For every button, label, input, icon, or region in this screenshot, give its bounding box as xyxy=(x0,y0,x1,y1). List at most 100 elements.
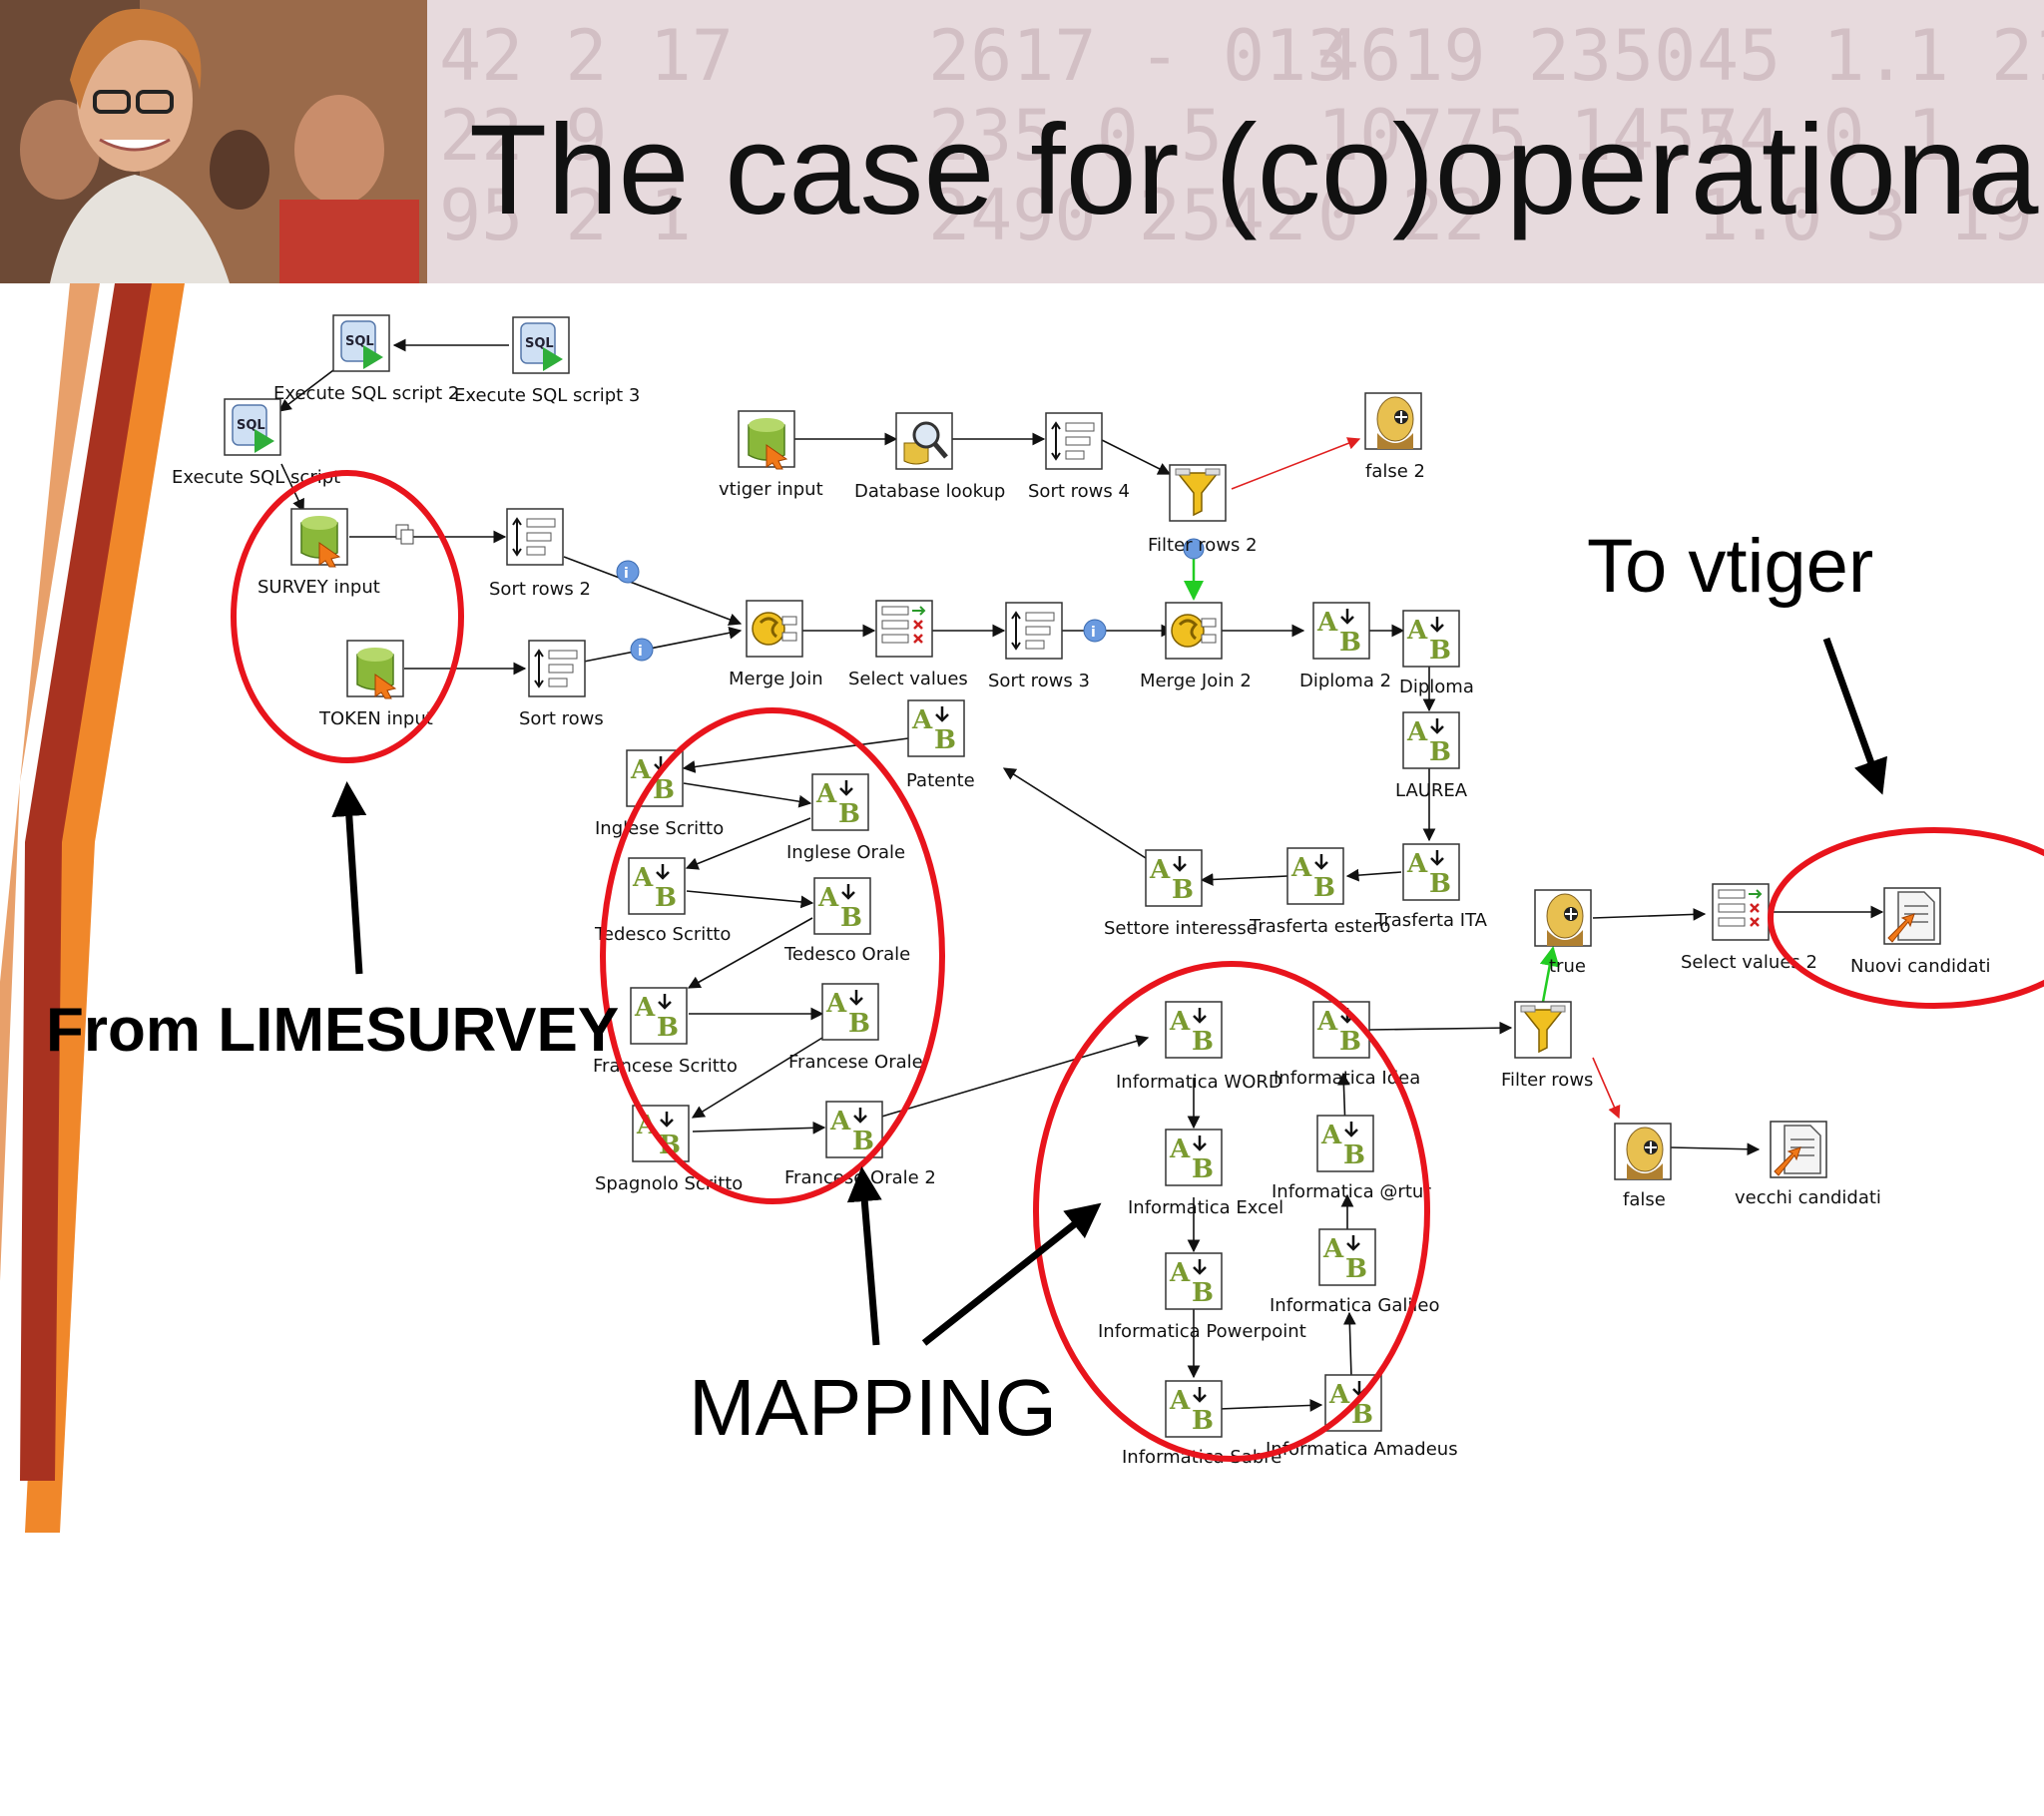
arrow-to-vtiger xyxy=(1822,637,1887,795)
svg-text:1.0 3 19: 1.0 3 19 xyxy=(1697,175,2033,256)
step-label: false 2 xyxy=(1365,461,1425,482)
nuovi-candidati-icon[interactable] xyxy=(1883,887,1941,945)
false-icon[interactable] xyxy=(1614,1123,1672,1180)
header-photo xyxy=(0,0,427,283)
survey-input-icon[interactable] xyxy=(290,508,348,568)
patente-icon[interactable] xyxy=(906,698,966,758)
hop-false xyxy=(1592,1057,1621,1120)
svg-text:45 1.1 21: 45 1.1 21 xyxy=(1697,15,2044,97)
filter-rows-icon[interactable] xyxy=(1514,1001,1572,1059)
step-label: Informatica Galileo xyxy=(1270,1295,1440,1316)
step-label: Informatica WORD xyxy=(1116,1072,1282,1093)
step-label: Informatica Amadeus xyxy=(1266,1439,1458,1460)
inglese-orale-icon[interactable] xyxy=(810,772,870,832)
execute-sql-script-2-icon[interactable] xyxy=(332,314,390,372)
vtiger-input-icon[interactable] xyxy=(738,410,795,470)
step-label: false xyxy=(1623,1189,1666,1210)
true-icon[interactable] xyxy=(1534,889,1592,947)
sort-rows-4-icon[interactable] xyxy=(1045,412,1103,470)
sort-rows-icon[interactable] xyxy=(528,640,586,697)
step-label: Trasferta ITA xyxy=(1374,910,1488,931)
step-label: Patente xyxy=(906,770,975,791)
arrow-mapping-right xyxy=(921,1202,1102,1346)
step-label: SURVEY input xyxy=(257,577,380,598)
arrow-mapping-up xyxy=(846,1166,882,1346)
informatica-artur-icon[interactable] xyxy=(1315,1114,1375,1173)
svg-text:i: i xyxy=(638,644,643,660)
step-label: Diploma xyxy=(1399,677,1474,697)
sort-rows-3-icon[interactable] xyxy=(1005,602,1063,660)
step-label: Execute SQL script 2 xyxy=(273,383,459,404)
step-label: Execute SQL script xyxy=(172,467,340,488)
to-vtiger-annotation: To vtiger xyxy=(1587,524,1874,609)
settore-interesse-icon[interactable] xyxy=(1144,848,1204,908)
info-badge-icons: i i i xyxy=(395,524,1205,662)
false-2-icon[interactable] xyxy=(1364,392,1422,450)
informatica-word-icon[interactable] xyxy=(1164,1000,1224,1060)
svg-text:4619 2350: 4619 2350 xyxy=(1317,15,1696,97)
step-label: Diploma 2 xyxy=(1299,671,1391,691)
step-label: true xyxy=(1549,956,1586,977)
step-label: Informatica Idea xyxy=(1274,1068,1420,1089)
database-lookup-icon[interactable] xyxy=(896,413,952,469)
execute-sql-script-icon[interactable] xyxy=(224,398,281,456)
diploma-icon[interactable] xyxy=(1401,609,1461,669)
select-values-icon[interactable] xyxy=(874,599,934,659)
step-label: Execute SQL script 3 xyxy=(454,385,640,406)
execute-sql-script-3-icon[interactable] xyxy=(512,316,570,374)
svg-text:74 0 1: 74 0 1 xyxy=(1697,95,1949,177)
highlight-circles xyxy=(231,470,2044,1462)
step-label: Settore interesse xyxy=(1104,918,1258,939)
svg-text:2490 2542: 2490 2542 xyxy=(928,175,1306,256)
filter-rows-2-icon[interactable] xyxy=(1169,464,1227,522)
step-label: Trasferta estero xyxy=(1249,916,1390,937)
slide-title: The case for (co)operational xyxy=(469,99,2044,241)
step-label: Database lookup xyxy=(854,481,1005,502)
step-label: Informatica Excel xyxy=(1128,1197,1283,1218)
highlight-circle-mapping-languages xyxy=(600,707,945,1204)
merge-join-icon[interactable] xyxy=(745,599,804,659)
step-label: Tedesco Orale xyxy=(783,944,910,965)
step-label: Francese Scritto xyxy=(593,1056,738,1077)
merge-join-2-icon[interactable] xyxy=(1164,601,1224,661)
vecchi-candidati-icon[interactable] xyxy=(1770,1121,1827,1178)
diploma-2-icon[interactable] xyxy=(1311,601,1371,661)
trasferta-estero-icon[interactable] xyxy=(1285,846,1345,906)
kettle-transformation-diagram: SQL xyxy=(172,314,2044,1468)
step-label: Sort rows 4 xyxy=(1028,481,1130,502)
informatica-galileo-icon[interactable] xyxy=(1317,1227,1377,1287)
svg-text:10775 1455: 10775 1455 xyxy=(1317,95,1738,177)
svg-text:235 0 5: 235 0 5 xyxy=(928,95,1223,177)
step-label: Sort rows 3 xyxy=(988,671,1090,691)
hop-true xyxy=(1539,946,1560,1003)
trasferta-ita-icon[interactable] xyxy=(1401,842,1461,902)
laurea-icon[interactable] xyxy=(1401,710,1461,770)
step-label: Sort rows xyxy=(519,708,604,729)
informatica-excel-icon[interactable] xyxy=(1164,1128,1224,1187)
step-label: vecchi candidati xyxy=(1735,1187,1881,1208)
svg-text:2617 - 013: 2617 - 013 xyxy=(928,15,1348,97)
tedesco-scritto-icon[interactable] xyxy=(627,856,687,916)
tedesco-orale-icon[interactable] xyxy=(812,876,872,936)
step-label: LAUREA xyxy=(1395,780,1468,801)
step-labels: Execute SQL script 2 Execute SQL script … xyxy=(172,383,1991,1468)
step-label: Inglese Orale xyxy=(786,842,905,863)
informatica-powerpoint-icon[interactable] xyxy=(1164,1251,1224,1311)
select-values-2-icon[interactable] xyxy=(1711,882,1771,942)
highlight-circle-sources xyxy=(231,470,464,763)
sort-rows-2-icon[interactable] xyxy=(506,508,564,566)
francese-scritto-icon[interactable] xyxy=(629,986,689,1046)
step-label: Francese Orale xyxy=(788,1052,923,1073)
decorative-side-stripes xyxy=(0,283,185,1533)
token-input-icon[interactable] xyxy=(346,640,404,699)
francese-orale-icon[interactable] xyxy=(820,982,880,1042)
svg-text:i: i xyxy=(1091,625,1096,641)
informatica-sabre-icon[interactable] xyxy=(1164,1379,1224,1439)
from-limesurvey-annotation: From LIMESURVEY xyxy=(46,996,620,1065)
highlight-circle-output xyxy=(1768,827,2044,1009)
svg-text:42 2 17: 42 2 17 xyxy=(439,15,734,97)
hops xyxy=(277,338,1884,1412)
step-label: Merge Join 2 xyxy=(1140,671,1252,691)
